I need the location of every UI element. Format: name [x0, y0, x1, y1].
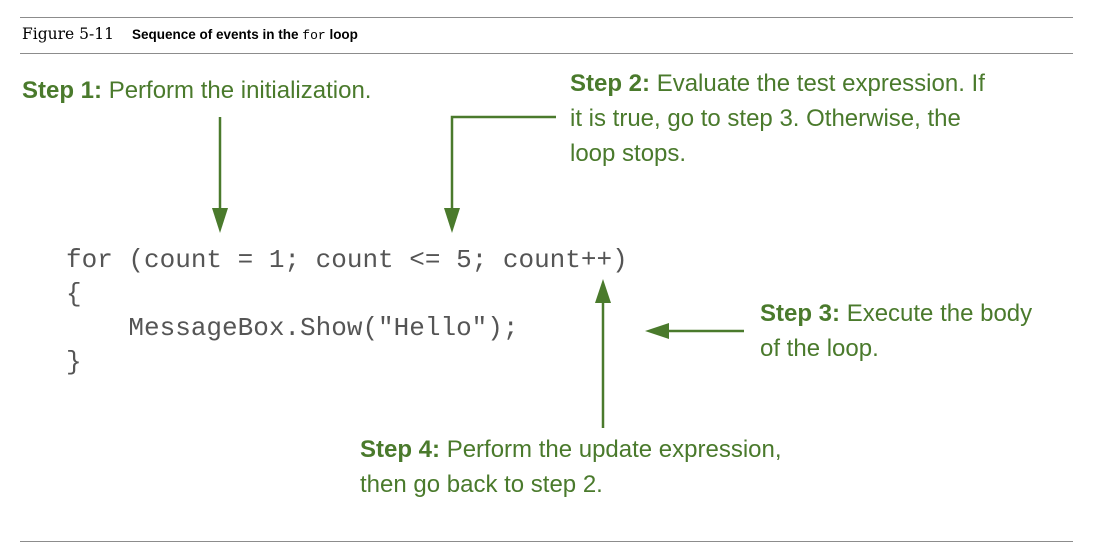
step4-line1: Step 4: Perform the update expression,	[360, 432, 782, 467]
step2-line3: loop stops.	[570, 140, 687, 167]
code-line-3: MessageBox.Show("Hello");	[66, 313, 519, 343]
step3-line2: of the loop.	[760, 335, 879, 362]
step4-arrow	[595, 279, 611, 428]
figure-caption: Figure 5-11 Sequence of events in the fo…	[22, 25, 358, 44]
step2-arrow	[444, 115, 556, 233]
code-line-2: {	[66, 279, 82, 309]
step3-arrow	[645, 323, 744, 339]
step1-arrow	[212, 117, 228, 233]
step4-annotation: Step 4: Perform the update expression, t…	[360, 432, 782, 502]
step1-text: Perform the initialization.	[108, 77, 372, 104]
step2-line1: Step 2: Evaluate the test expression. If	[570, 66, 985, 101]
figure-title-text: Sequence of events in the	[131, 27, 299, 42]
code-line-1: for (count = 1; count <= 5; count++)	[66, 245, 628, 275]
caption-rule	[20, 53, 1073, 54]
top-rule	[20, 17, 1073, 18]
step4-line1-text: Perform the update expression,	[446, 436, 782, 463]
step4-label: Step 4:	[360, 436, 441, 463]
step2-label: Step 2:	[570, 70, 651, 97]
figure-title-tail: loop	[329, 27, 358, 42]
step4-line2: then go back to step 2.	[360, 471, 603, 498]
step3-annotation: Step 3: Execute the body of the loop.	[760, 296, 1032, 366]
step2-line2: it is true, go to step 3. Otherwise, the	[570, 105, 961, 132]
step3-line1-text: Execute the body	[846, 300, 1033, 327]
step2-annotation: Step 2: Evaluate the test expression. If…	[570, 66, 985, 171]
step2-line1-text: Evaluate the test expression. If	[656, 70, 985, 97]
step3-line1: Step 3: Execute the body	[760, 296, 1032, 331]
figure-title: Sequence of events in the for loop	[131, 27, 358, 43]
code-line-4: }	[66, 347, 82, 377]
step3-label: Step 3:	[760, 300, 841, 327]
step1-annotation: Step 1: Perform the initialization.	[22, 73, 371, 108]
figure-number: Figure 5-11	[22, 25, 114, 43]
figure-title-code: for	[302, 28, 326, 43]
step1-label: Step 1:	[22, 77, 103, 104]
